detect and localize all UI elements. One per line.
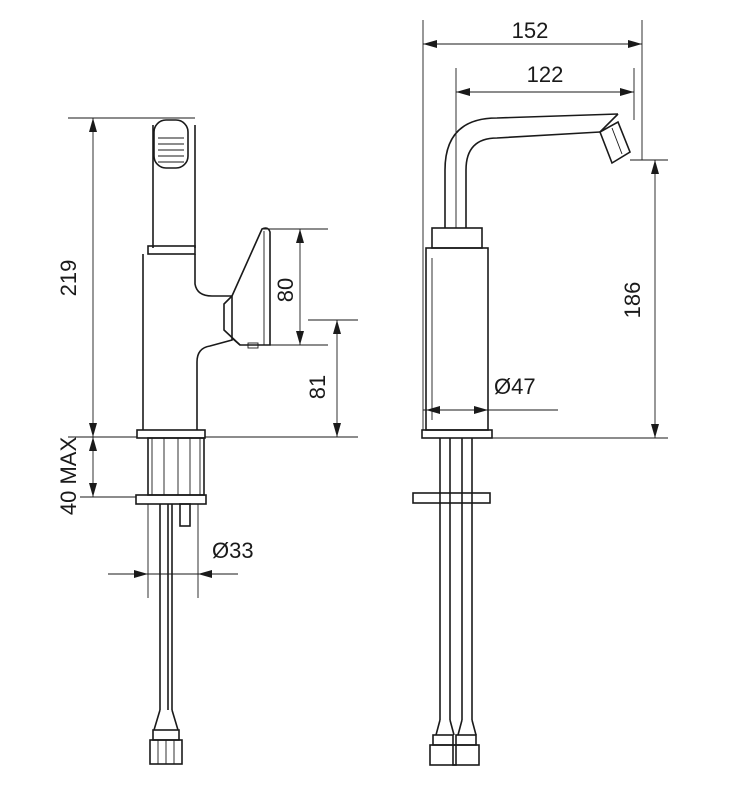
front-body — [425, 247, 489, 431]
aerator — [153, 119, 189, 169]
dimension-40-max: 40 MAX — [56, 437, 136, 516]
dimension-d47: Ø47 — [423, 374, 558, 414]
dimension-122: 122 — [455, 62, 635, 228]
front-view: 152 122 186 Ø47 — [412, 18, 668, 766]
dimension-81: 81 — [205, 319, 358, 438]
front-supply-hoses — [412, 438, 491, 766]
dim-label-40-max: 40 MAX — [56, 437, 81, 516]
dimension-186: 186 — [492, 159, 668, 439]
front-base-plate — [421, 429, 493, 439]
spout-column — [152, 125, 196, 248]
dimension-d33: Ø33 — [108, 504, 254, 598]
dim-label-80: 80 — [273, 278, 298, 302]
dim-label-122: 122 — [527, 62, 564, 87]
tap-body — [142, 254, 233, 430]
lever-handle — [223, 227, 271, 349]
dim-label-219: 219 — [56, 260, 81, 297]
dimension-152: 152 — [422, 18, 643, 430]
base-plate — [136, 429, 206, 439]
dimension-80: 80 — [262, 228, 328, 346]
outlet-nozzle — [599, 120, 631, 165]
supply-hoses — [149, 504, 183, 765]
side-view: 219 40 MAX 80 81 — [56, 117, 358, 765]
dim-label-d47: Ø47 — [494, 374, 536, 399]
dim-label-d33: Ø33 — [212, 538, 254, 563]
body-collar — [431, 227, 483, 249]
dimension-219: 219 — [56, 117, 195, 438]
curved-spout — [444, 113, 619, 228]
dim-label-152: 152 — [512, 18, 549, 43]
fixing-nut — [135, 494, 207, 505]
dim-label-81: 81 — [305, 375, 330, 399]
fixing-pin — [179, 503, 191, 527]
threaded-shank — [147, 437, 205, 496]
dim-label-186: 186 — [620, 282, 645, 319]
